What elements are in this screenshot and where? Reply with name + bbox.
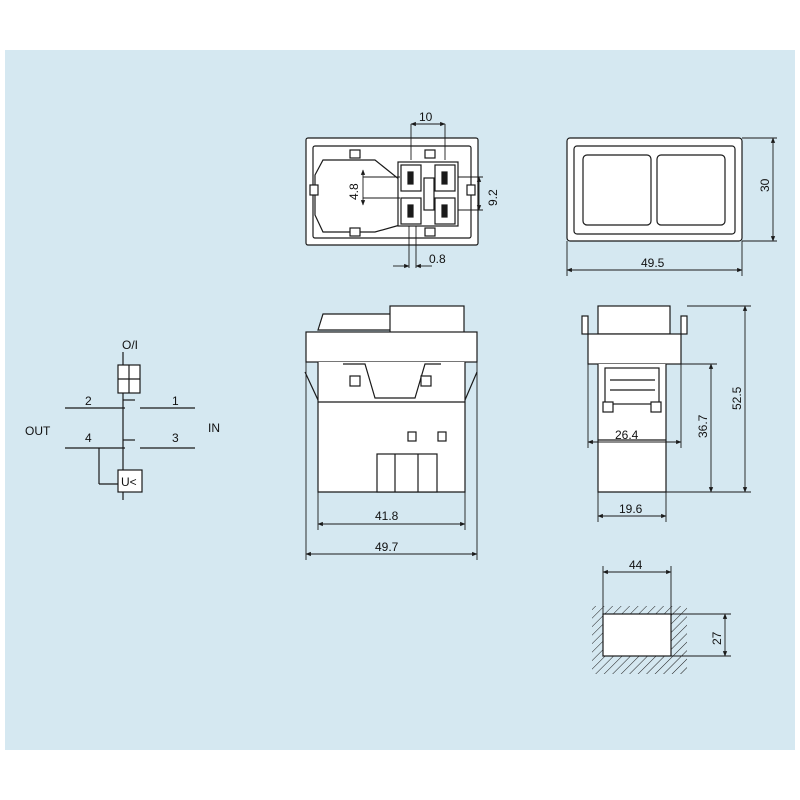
terminal-3: 3 bbox=[172, 431, 179, 445]
dim-side-total: 52.5 bbox=[730, 386, 744, 410]
dim-side-bottom: 19.6 bbox=[619, 502, 643, 516]
top-view bbox=[305, 137, 479, 246]
dim-cutout-height: 27 bbox=[710, 631, 724, 645]
front-view-dimensions bbox=[305, 362, 478, 560]
top-view-dimensions bbox=[360, 121, 483, 269]
dim-offset: 0.8 bbox=[429, 252, 446, 266]
out-label: OUT bbox=[25, 424, 51, 438]
switch-schematic bbox=[65, 352, 195, 500]
cutout-dimensions bbox=[602, 566, 731, 657]
switch-label: O/I bbox=[122, 338, 138, 352]
technical-drawing: O/I OUT IN 2 1 4 3 U< bbox=[5, 50, 795, 750]
side-view-dimensions bbox=[587, 305, 751, 522]
terminal-4: 4 bbox=[85, 431, 92, 445]
drawing-panel: O/I OUT IN 2 1 4 3 U< bbox=[5, 50, 795, 750]
end-view-dimensions bbox=[566, 137, 777, 276]
coil-label: U< bbox=[121, 475, 137, 489]
dim-tab: 4.8 bbox=[347, 183, 361, 200]
dim-side-mid: 26.4 bbox=[615, 428, 639, 442]
in-label: IN bbox=[208, 421, 220, 435]
dim-front-inner: 41.8 bbox=[375, 509, 399, 523]
terminal-2: 2 bbox=[85, 394, 92, 408]
panel-cutout bbox=[592, 606, 687, 674]
dim-front-outer: 49.7 bbox=[375, 540, 399, 554]
dim-end-width: 49.5 bbox=[641, 256, 665, 270]
dim-end-height: 30 bbox=[758, 178, 772, 192]
dim-gap: 9.2 bbox=[486, 189, 500, 206]
front-view bbox=[304, 305, 478, 493]
dim-side-body: 36.7 bbox=[696, 414, 710, 438]
terminal-1: 1 bbox=[172, 394, 179, 408]
end-view bbox=[566, 137, 743, 242]
dim-pitch: 10 bbox=[419, 110, 433, 124]
dim-cutout-width: 44 bbox=[629, 558, 643, 572]
